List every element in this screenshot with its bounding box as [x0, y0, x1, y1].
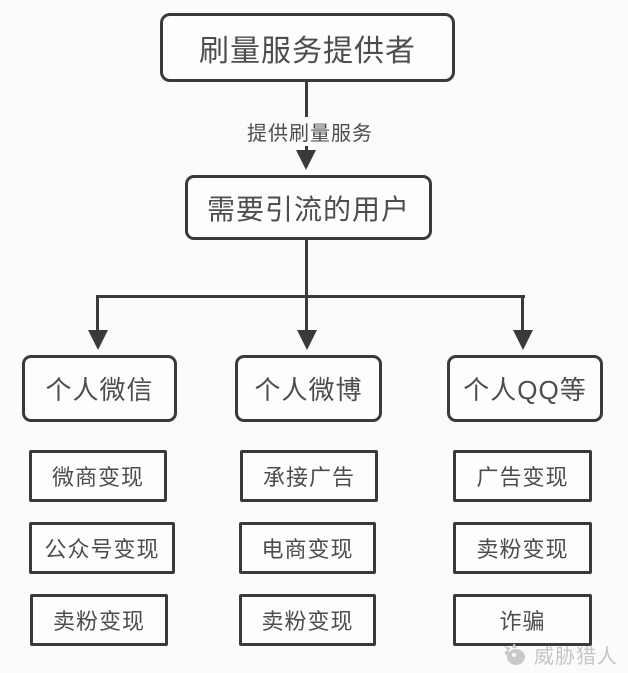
node-leaf-wechat-2: 公众号变现 — [29, 522, 175, 574]
node-branch-qq-label: 个人QQ等 — [463, 375, 587, 405]
node-leaf-qq-2: 卖粉变现 — [453, 522, 592, 574]
node-branch-weibo: 个人微博 — [235, 355, 382, 422]
node-leaf-weibo-3: 卖粉变现 — [239, 594, 376, 646]
edge-hub-splitter-line — [305, 240, 308, 298]
edge-root-hub-label: 提供刷量服务 — [242, 117, 378, 146]
arrowhead-branch-0-icon — [88, 330, 108, 350]
node-leaf-label: 广告变现 — [476, 465, 569, 490]
node-hub-label: 需要引流的用户 — [206, 193, 410, 225]
edge-branch-0-line — [96, 297, 99, 332]
node-leaf-label: 卖粉变现 — [476, 537, 569, 562]
watermark: 威胁猎人 — [502, 640, 618, 669]
edge-branch-1-line — [305, 297, 308, 332]
node-leaf-label: 承接广告 — [262, 465, 355, 490]
node-leaf-qq-1: 广告变现 — [453, 450, 592, 502]
threat-hunter-logo-icon — [502, 641, 529, 668]
node-leaf-weibo-2: 电商变现 — [239, 522, 376, 574]
node-leaf-label: 卖粉变现 — [261, 609, 354, 634]
arrowhead-branch-2-icon — [513, 330, 533, 350]
node-branch-wechat-label: 个人微信 — [45, 375, 154, 405]
node-leaf-label: 诈骗 — [499, 609, 546, 634]
node-hub: 需要引流的用户 — [185, 175, 432, 240]
node-leaf-label: 公众号变现 — [44, 537, 160, 562]
node-leaf-weibo-1: 承接广告 — [240, 450, 378, 502]
node-root: 刷量服务提供者 — [160, 13, 455, 82]
node-leaf-label: 电商变现 — [261, 537, 354, 562]
node-leaf-wechat-3: 卖粉变现 — [30, 594, 168, 646]
edge-branch-2-line — [521, 297, 524, 332]
splitter-horizontal-line — [96, 295, 525, 298]
node-root-label: 刷量服务提供者 — [199, 34, 416, 68]
arrowhead-root-hub-icon — [296, 150, 316, 170]
watermark-text: 威胁猎人 — [534, 646, 618, 668]
node-branch-qq: 个人QQ等 — [447, 355, 603, 422]
node-leaf-qq-3: 诈骗 — [453, 594, 592, 646]
arrowhead-branch-1-icon — [297, 330, 317, 350]
node-leaf-label: 卖粉变现 — [52, 609, 145, 634]
node-leaf-label: 微商变现 — [51, 465, 144, 490]
node-leaf-wechat-1: 微商变现 — [29, 450, 167, 502]
node-branch-wechat: 个人微信 — [22, 355, 177, 422]
node-branch-weibo-label: 个人微博 — [254, 375, 363, 405]
